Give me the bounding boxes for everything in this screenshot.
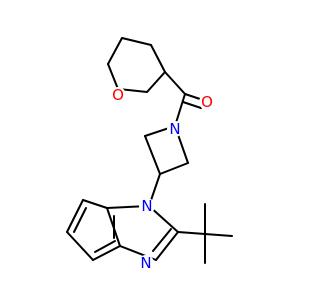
benzene-ring xyxy=(66,199,121,261)
bond xyxy=(164,71,186,95)
atom-label: N xyxy=(141,197,152,215)
bond xyxy=(94,240,116,253)
bond xyxy=(146,71,166,93)
bond xyxy=(92,245,121,261)
atom-n3-benzimidazole: N xyxy=(138,254,154,272)
atom-label: N xyxy=(169,120,180,138)
bond xyxy=(121,37,152,46)
atom-o-ring: O xyxy=(110,86,126,104)
atom-label: O xyxy=(112,86,124,104)
oxane-ring xyxy=(107,37,166,93)
atom-o-carbonyl: O xyxy=(199,93,215,111)
bond xyxy=(107,37,123,65)
bond xyxy=(82,199,108,209)
bond xyxy=(177,231,206,235)
bond xyxy=(73,207,87,233)
atom-label: N xyxy=(140,254,151,272)
bond xyxy=(182,101,202,109)
bond xyxy=(204,233,233,237)
tert-butyl-group xyxy=(177,203,233,264)
structure-canvas: O O N N N xyxy=(66,37,233,272)
bond xyxy=(144,135,161,175)
bond xyxy=(174,93,186,127)
bond xyxy=(152,228,172,252)
atom-n-azetidine: N xyxy=(167,120,183,138)
bond xyxy=(66,199,84,233)
bond xyxy=(148,205,179,233)
bond xyxy=(155,231,179,261)
atom-label: O xyxy=(201,93,213,111)
molecule-diagram: O O N N N xyxy=(66,37,233,272)
bond xyxy=(150,44,166,73)
bond xyxy=(66,231,94,261)
bond xyxy=(107,63,119,90)
carbonyl-group xyxy=(164,71,204,127)
atom-n1-benzimidazole: N xyxy=(139,197,155,215)
bond xyxy=(159,162,189,175)
